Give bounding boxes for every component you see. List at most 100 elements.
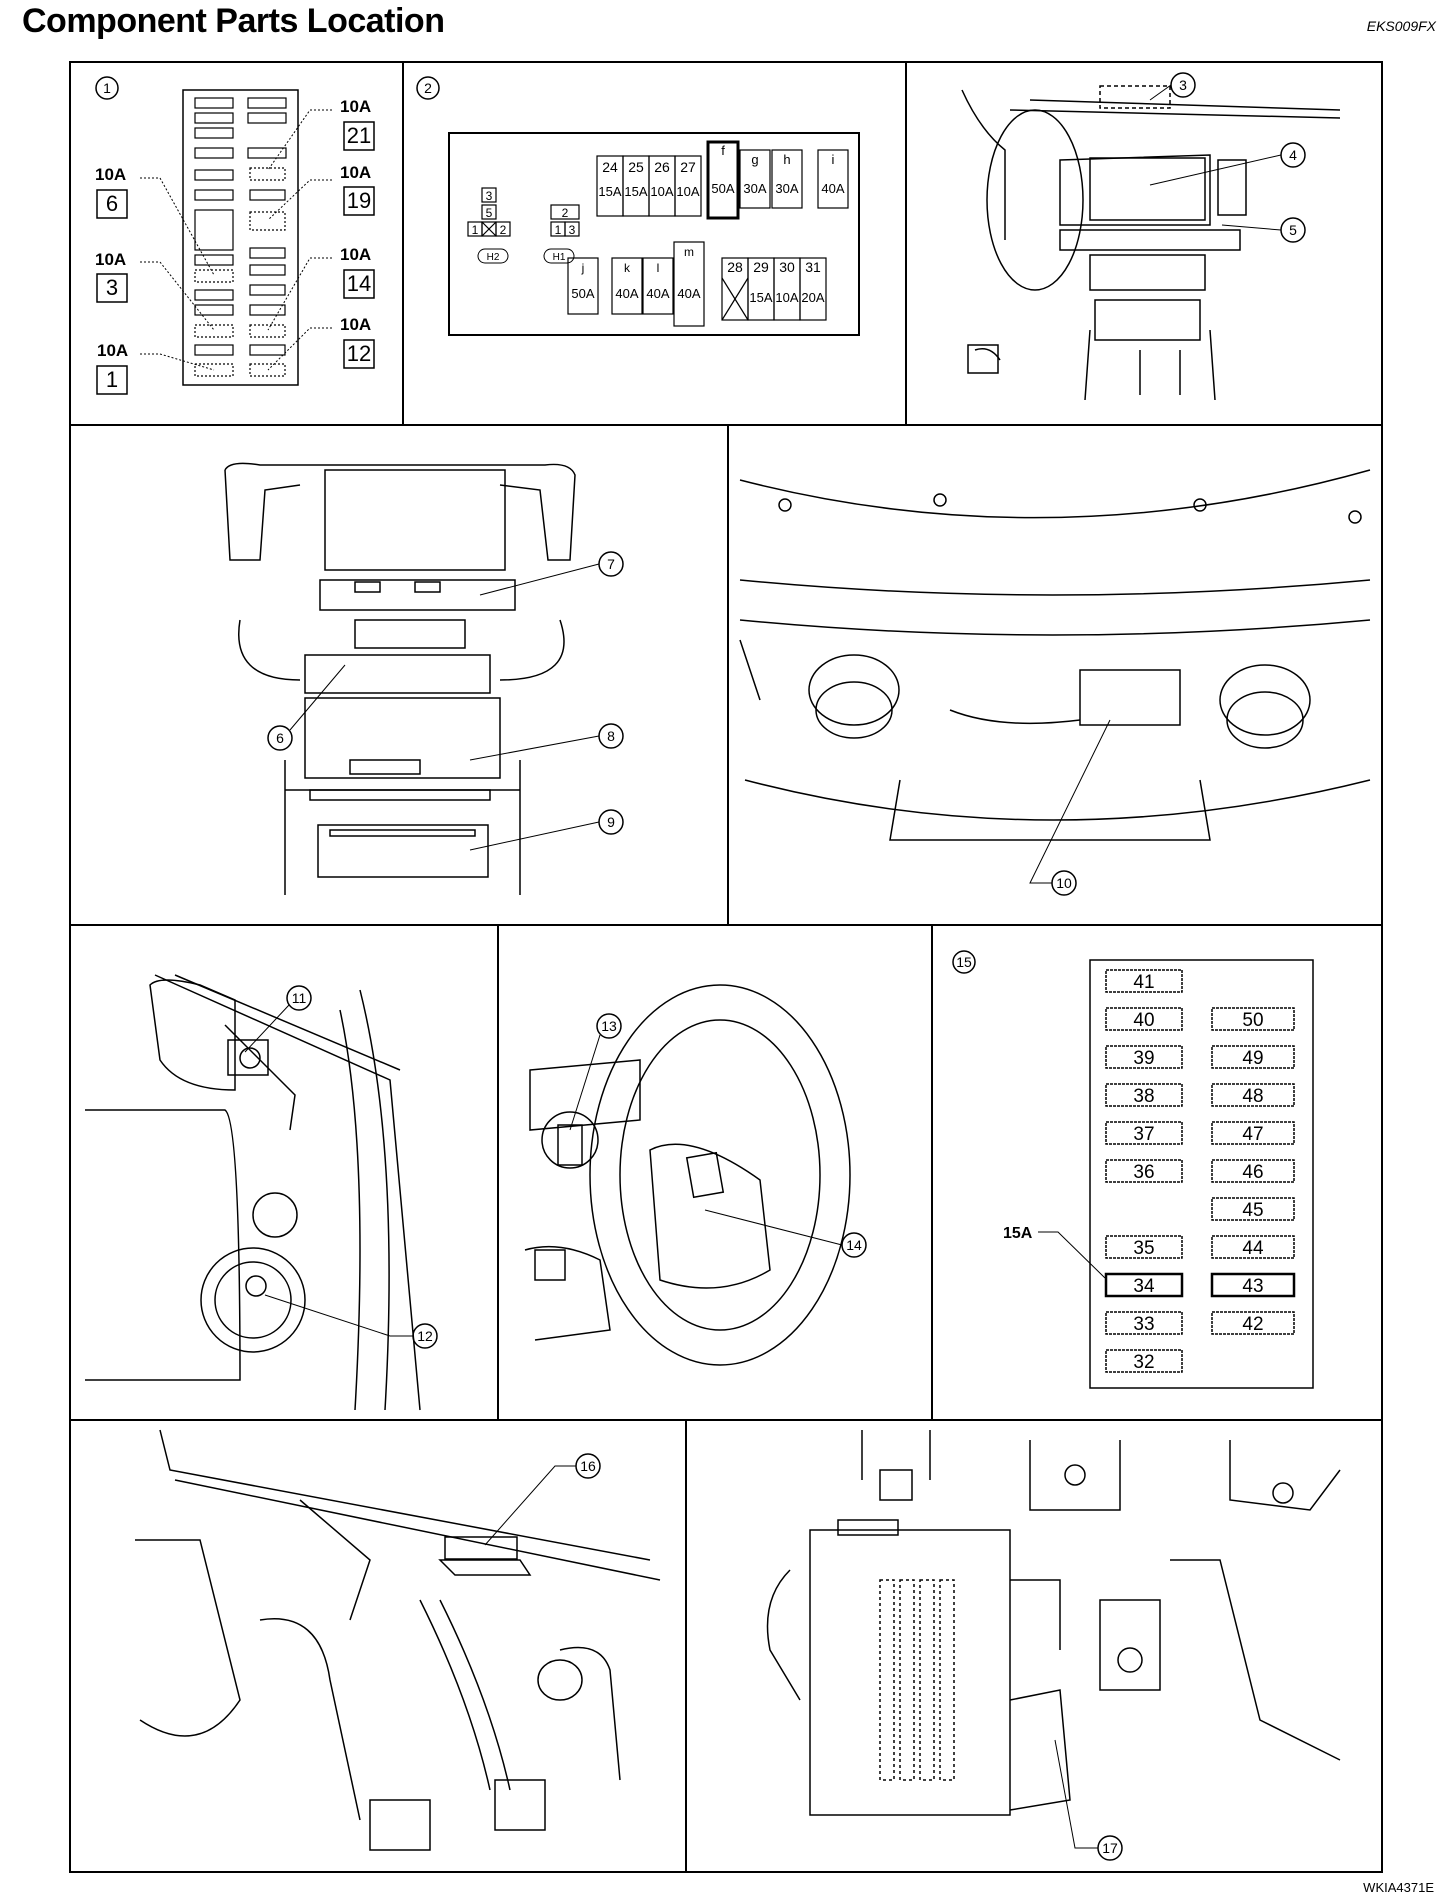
outer-frame: [69, 61, 1383, 1873]
callout-11: 11: [292, 990, 307, 1006]
fuse-slot-label: 36: [1133, 1162, 1154, 1183]
relay-pin: 5: [486, 206, 493, 220]
callout-1-label: 1: [103, 80, 111, 96]
fuse-25-amp: 15A: [624, 184, 647, 199]
fuse-slot-label: 32: [1133, 1352, 1154, 1373]
fuse-slot: [1211, 1045, 1295, 1069]
fuse-slot-label: 44: [1242, 1238, 1264, 1259]
fuse-slot-label: 42: [1242, 1314, 1263, 1335]
fuse-num-12: 12: [347, 341, 371, 366]
fuse-amp-14: 10A: [340, 245, 371, 264]
fuse-amp-19: 10A: [340, 163, 371, 182]
fuse-slot: [1105, 1159, 1183, 1183]
panel-dashboard: [961, 85, 1341, 401]
fuse-i: i: [832, 152, 835, 167]
fuse-24-amp: 15A: [598, 184, 621, 199]
fuse-slot-label: 37: [1133, 1124, 1154, 1145]
fuse-31-amp: 20A: [801, 290, 824, 305]
fuse-slot-label: 49: [1242, 1048, 1263, 1069]
fuse-slot-label: 33: [1133, 1314, 1154, 1335]
callout-14: 14: [846, 1237, 862, 1253]
fuse-slot: [1211, 1197, 1295, 1221]
fuse-num-21: 21: [347, 123, 371, 148]
fuse-num-3: 3: [106, 275, 118, 300]
fuse-i-amp: 40A: [821, 181, 844, 196]
fuse-slot: [1211, 1311, 1295, 1335]
fuse-slot-label: 46: [1242, 1162, 1263, 1183]
fuse-27-amp: 10A: [676, 184, 699, 199]
callout-3: 3: [1179, 77, 1187, 93]
page-title: Component Parts Location: [22, 2, 445, 40]
fuse-slot: [1211, 1121, 1295, 1145]
fuse-g-amp: 30A: [743, 181, 766, 196]
fuse-slot: [1210, 1272, 1296, 1298]
fuse-l: l: [657, 261, 660, 275]
fuse-slot: [1211, 1159, 1295, 1183]
fuse-amp-34: 15A: [1003, 1225, 1033, 1242]
fuse-h: h: [783, 152, 790, 167]
fuse-k-amp: 40A: [615, 286, 638, 301]
fuse-25: 25: [628, 159, 644, 175]
fuse-slot: [1105, 1311, 1183, 1335]
fuse-slot: [1211, 1235, 1295, 1259]
fuse-block-1: [182, 89, 299, 386]
fuse-slot: [1105, 969, 1183, 993]
fuse-29-amp: 15A: [749, 290, 772, 305]
fuse-slot-label: 40: [1133, 1010, 1154, 1031]
panel-dashboard-callouts: 3 4 5: [1149, 72, 1306, 243]
fuse-slot-label: 39: [1133, 1048, 1154, 1069]
fuse-slot-label: 45: [1242, 1200, 1263, 1221]
relay-pin: 2: [562, 206, 569, 220]
fuse-slot: [1105, 1121, 1183, 1145]
fuse-30-amp: 10A: [775, 290, 798, 305]
fuse-slot-label: 43: [1242, 1276, 1263, 1297]
callout-2-label: 2: [424, 80, 432, 96]
fuse-slot: [1104, 1272, 1184, 1298]
fuse-amp-6: 10A: [95, 165, 126, 184]
callout-17: 17: [1102, 1840, 1118, 1856]
fuse-amp-1: 10A: [97, 341, 128, 360]
relay-pin: 3: [569, 223, 576, 237]
relay-pin: 2: [500, 223, 507, 237]
panel-1: 1 10A: [95, 76, 375, 395]
callout-2: [416, 76, 440, 100]
callout-13: 13: [601, 1018, 617, 1034]
panel-rear-shelf: [739, 469, 1371, 841]
panel-door: [85, 974, 421, 1411]
fuse-slot-label: 48: [1242, 1086, 1263, 1107]
callout-12: 12: [417, 1328, 433, 1344]
fuse-j: j: [581, 261, 585, 275]
figure-code: WKIA4371E: [1363, 1880, 1434, 1895]
panel-2: 2 3 5 1 2 2 1 3 H2 H1 24 15A: [416, 76, 860, 336]
panel-15: 15 15A: [952, 950, 1314, 1389]
fuse-g: g: [751, 152, 758, 167]
relay-box: [448, 132, 860, 336]
callout-7: 7: [607, 556, 615, 572]
fuse-29: 29: [753, 259, 769, 275]
fuse-h-amp: 30A: [775, 181, 798, 196]
fuse-24: 24: [602, 159, 618, 175]
callout-15: 15: [956, 954, 972, 970]
fuse-amp-3: 10A: [95, 250, 126, 269]
callout-16: 16: [580, 1458, 596, 1474]
fuse-f-amp: 50A: [711, 181, 734, 196]
fuse-slot: [1211, 1083, 1295, 1107]
relay-pin: 1: [555, 223, 562, 237]
callout-6: 6: [276, 730, 284, 746]
fuse-slot: [1105, 1083, 1183, 1107]
fuse-l-amp: 40A: [646, 286, 669, 301]
fuse-slot: [1105, 1235, 1183, 1259]
fuse-f: f: [721, 143, 725, 158]
fuse-amp-21: 10A: [340, 97, 371, 116]
fuse-slot: [1105, 1045, 1183, 1069]
fuse-num-1: 1: [106, 367, 118, 392]
relay-pin: 1: [472, 223, 479, 237]
fuse-28: 28: [727, 259, 743, 275]
fuse-k: k: [624, 261, 631, 275]
fuse-m: m: [684, 245, 694, 259]
fuse-num-19: 19: [347, 188, 371, 213]
fuse-j-amp: 50A: [571, 286, 594, 301]
relay-tag-h1: H1: [553, 252, 566, 263]
fuse-amp-12: 10A: [340, 315, 371, 334]
